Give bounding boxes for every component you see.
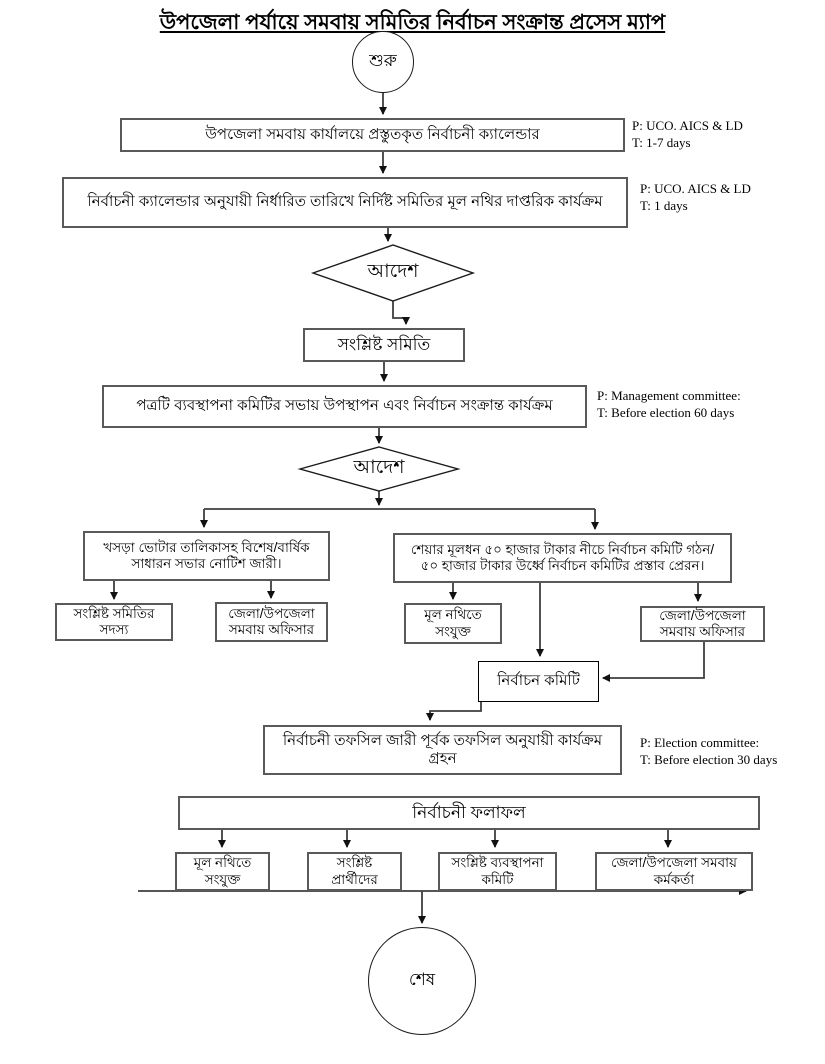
flow-box-coop-officer-right: জেলা/উপজেলা সমবায় অফিসার: [640, 606, 765, 642]
note-management-committee-t: T: Before election 60 days: [597, 404, 735, 420]
decision1-diamond: [310, 244, 476, 302]
note-management-committee-p: P: Management committee:: [597, 388, 741, 403]
note-management-committee: P: Management committee: T: Before elect…: [597, 388, 741, 422]
flow-box-schedule-action: নির্বাচনী তফসিল জারী পূর্বক তফসিল অনুযায…: [263, 725, 622, 775]
flow-box-election-results: নির্বাচনী ফলাফল: [178, 796, 760, 830]
arrow-electioncommittee-to-schedule: [426, 702, 482, 721]
note-election-committee: P: Election committee: T: Before electio…: [640, 735, 777, 769]
start-label: শুরু: [369, 51, 397, 70]
flow-box-voter-list-notice: খসড়া ভোটার তালিকাসহ বিশেষ/বার্ষিক সাধার…: [83, 531, 330, 581]
flow-box-society-members: সংশ্লিষ্ট সমিতির সদস্য: [55, 603, 173, 641]
note-calendar-p: P: UCO. AICS & LD: [632, 118, 743, 133]
flow-box-result-mgmt-committee: সংশ্লিষ্ট ব্যবস্থাপনা কমিটি: [438, 852, 557, 891]
note-election-committee-t: T: Before election 30 days: [640, 751, 778, 767]
page-title: উপজেলা পর্যায়ে সমবায় সমিতির নির্বাচন স…: [159, 11, 666, 34]
note-mainfile: P: UCO. AICS & LD T: 1 days: [640, 181, 751, 215]
note-mainfile-t: T: 1 days: [640, 197, 688, 213]
start-terminal: শুরু: [352, 31, 414, 93]
flow-box-concerned-society: সংশ্লিষ্ট সমিতি: [303, 328, 465, 362]
note-calendar: P: UCO. AICS & LD T: 1-7 days: [632, 118, 743, 152]
arrow-decision1-to-society: [392, 301, 410, 325]
flow-box-coop-officer-left: জেলা/উপজেলা সমবায় অফিসার: [215, 602, 328, 642]
end-terminal: শেষ: [368, 927, 476, 1035]
note-calendar-t: T: 1-7 days: [632, 134, 691, 150]
flow-box-attach-main-file: মূল নথিতে সংযুক্ত: [404, 603, 502, 644]
flow-box-main-file-work: নির্বাচনী ক্যালেন্ডার অনুযায়ী নির্ধারিত…: [62, 177, 628, 228]
flow-box-result-candidates: সংশ্লিষ্ট প্রার্থীদের: [307, 852, 402, 891]
flow-box-election-calendar: উপজেলা সমবায় কার্যালয়ে প্রস্তুতকৃত নির…: [120, 118, 625, 152]
flow-box-result-attach-file: মূল নথিতে সংযুক্ত: [175, 852, 270, 891]
arrow-officer-right-to-electioncommittee: [602, 642, 705, 682]
flow-box-election-committee: নির্বাচন কমিটি: [478, 661, 599, 702]
flow-box-result-coop-officer: জেলা/উপজেলা সমবায় কর্মকর্তা: [595, 852, 753, 891]
decision2-diamond: [297, 446, 461, 492]
end-label: শেষ: [408, 970, 436, 989]
note-mainfile-p: P: UCO. AICS & LD: [640, 181, 751, 196]
flow-box-share-capital: শেয়ার মূলধন ৫০ হাজার টাকার নীচে নির্বাচ…: [393, 533, 732, 583]
note-election-committee-p: P: Election committee:: [640, 735, 760, 750]
flow-box-committee-meeting: পত্রটি ব্যবস্থাপনা কমিটির সভায় উপস্থাপন…: [102, 385, 587, 428]
